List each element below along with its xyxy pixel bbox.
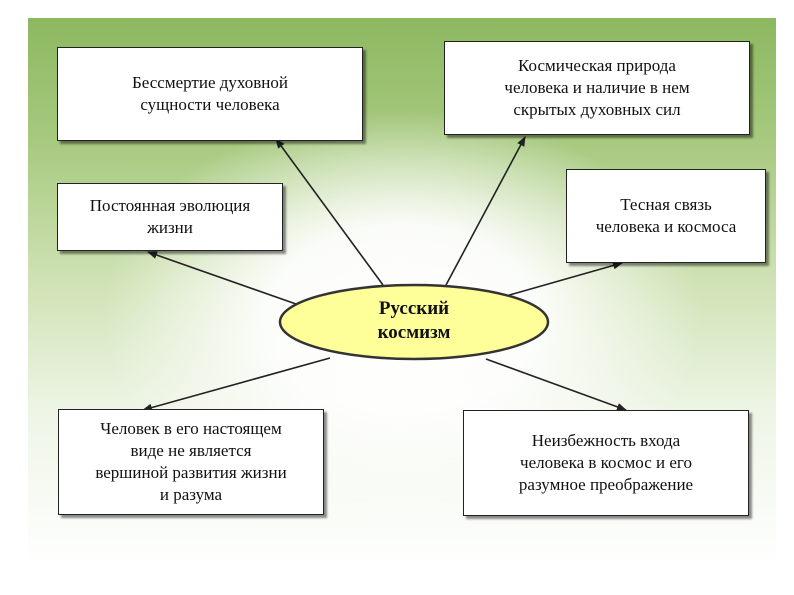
- arrow-to-space-entry: [485, 358, 627, 411]
- center-ellipse: [278, 283, 550, 361]
- arrow-to-evolution: [147, 251, 297, 305]
- box-human-now: Человек в его настоящем виде не является…: [58, 409, 324, 515]
- arrow-to-human-now: [142, 357, 331, 412]
- arrow-to-connection: [505, 261, 623, 297]
- box-cosmic-nature: Космическая природа человека и наличие в…: [444, 41, 750, 135]
- box-evolution: Постоянная эволюция жизни: [57, 183, 283, 251]
- box-immortality: Бессмертие духовной сущности человека: [57, 47, 363, 141]
- arrow-to-immortality: [275, 138, 384, 286]
- box-space-entry: Неизбежность входа человека в космос и е…: [463, 410, 749, 516]
- box-connection: Тесная связь человека и космоса: [566, 169, 766, 263]
- center-label: Русский космизм: [377, 298, 451, 343]
- arrow-to-cosmic-nature: [445, 136, 526, 286]
